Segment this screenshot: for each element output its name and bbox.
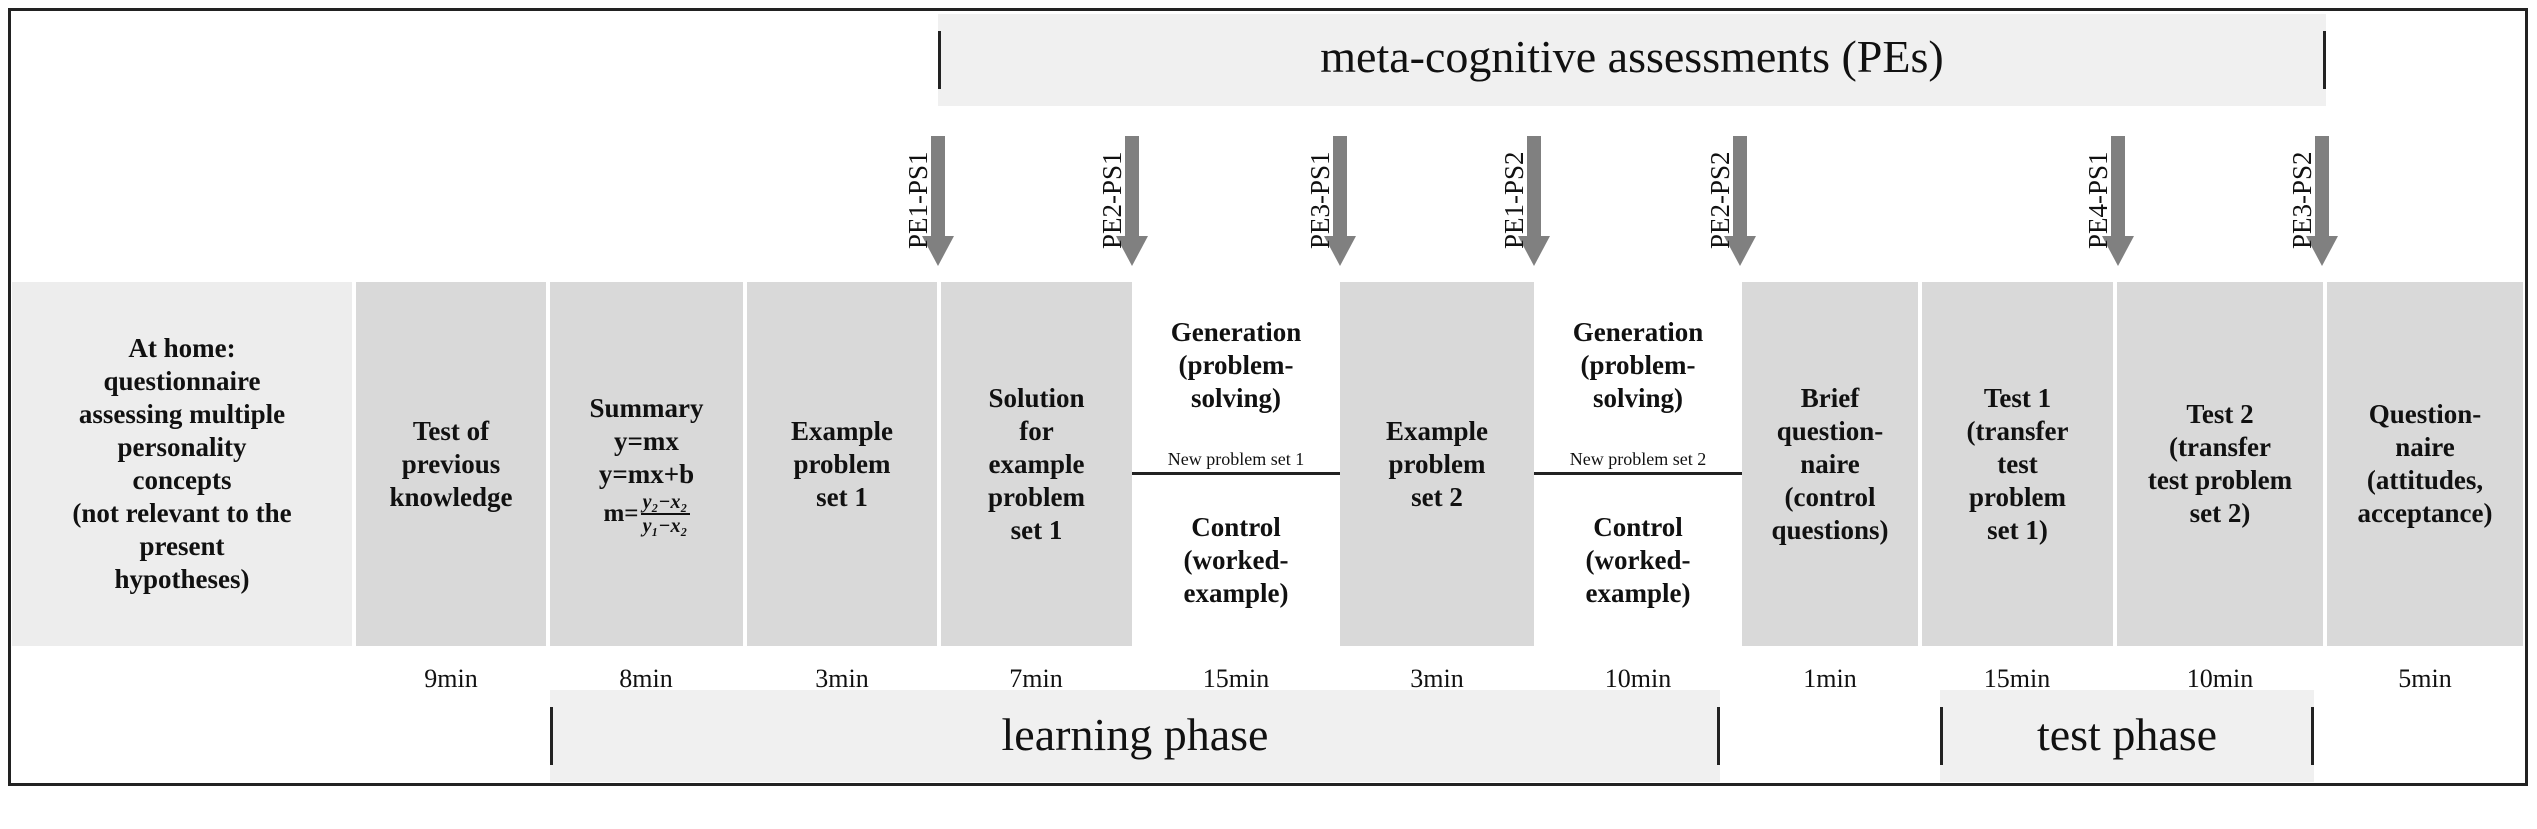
summary-eq1: y=mx bbox=[614, 425, 679, 456]
band-left-tick bbox=[938, 30, 941, 90]
arrow-head bbox=[2306, 236, 2338, 266]
cell-example-set-2: Example problem set 2 bbox=[1340, 282, 1534, 646]
summary-formula: m= y₂−x₂ y₁−x₂ bbox=[603, 490, 690, 537]
fraction-denominator: y₁−x₂ bbox=[642, 514, 688, 537]
arrow-label: PE2-PS1 bbox=[1097, 151, 1127, 249]
duration-label: 1min bbox=[1803, 664, 1857, 693]
learning-phase-label: learning phase bbox=[1001, 709, 1269, 760]
cell-test-1-text: Test 1 (transfer test problem set 1) bbox=[1966, 382, 2069, 545]
cell-test-1: Test 1 (transfer test problem set 1) bbox=[1922, 282, 2113, 646]
arrow-label: PE1-PS1 bbox=[903, 151, 933, 249]
arrow-head bbox=[2102, 236, 2134, 266]
new-problem-set-1-label: New problem set 1 bbox=[1167, 449, 1305, 469]
arrow-pe4-ps1: PE4-PS1 bbox=[2083, 136, 2146, 268]
arrow-shaft bbox=[1125, 136, 1139, 240]
summary-fraction: y₂−x₂ y₁−x₂ bbox=[640, 490, 690, 537]
generation-2-top: Generation (problem- solving) bbox=[1572, 316, 1704, 413]
duration-label: 9min bbox=[424, 664, 478, 693]
test-phase-label: test phase bbox=[2036, 709, 2218, 760]
arrow-head bbox=[922, 236, 954, 266]
arrow-label: PE2-PS2 bbox=[1705, 151, 1735, 249]
control-2-text: Control (worked- example) bbox=[1585, 512, 1691, 608]
duration-label: 3min bbox=[1410, 664, 1464, 693]
meta-cognitive-label: meta-cognitive assessments (PEs) bbox=[1320, 31, 1944, 82]
fraction-numerator: y₂−x₂ bbox=[640, 490, 690, 515]
arrow-pe2-ps1: PE2-PS1 bbox=[1097, 136, 1160, 268]
duration-label: 10min bbox=[1604, 664, 1672, 693]
control-1-text: Control (worked- example) bbox=[1183, 512, 1289, 608]
arrow-pe1-ps1: PE1-PS1 bbox=[903, 136, 966, 268]
learning-phase-band: learning phase bbox=[550, 690, 1720, 782]
duration-label: 5min bbox=[2398, 664, 2452, 693]
meta-cognitive-band: meta-cognitive assessments (PEs) bbox=[938, 14, 2326, 106]
cell-at-home: At home: questionnaire assessing multipl… bbox=[12, 282, 352, 646]
arrow-label: PE3-PS1 bbox=[1305, 151, 1335, 249]
cell-generation-2: Generation (problem- solving) New proble… bbox=[1534, 282, 1742, 646]
new-problem-set-2-label: New problem set 2 bbox=[1569, 449, 1707, 469]
arrow-head bbox=[1324, 236, 1356, 266]
band-left-tick bbox=[550, 706, 553, 766]
cell-test-2-text: Test 2 (transfer test problem set 2) bbox=[2147, 399, 2293, 528]
cell-generation-1: Generation (problem- solving) New proble… bbox=[1132, 282, 1340, 646]
test-phase-band: test phase bbox=[1940, 690, 2314, 782]
duration-label: 15min bbox=[1202, 664, 1270, 693]
arrow-pe3-ps2: PE3-PS2 bbox=[2287, 136, 2350, 268]
arrow-shaft bbox=[2111, 136, 2125, 240]
cell-solution-text: Solution for example problem set 1 bbox=[987, 382, 1085, 545]
band-right-tick bbox=[2323, 30, 2326, 90]
duration-label: 7min bbox=[1009, 664, 1063, 693]
duration-label: 8min bbox=[619, 664, 673, 693]
arrow-pe3-ps1: PE3-PS1 bbox=[1305, 136, 1368, 268]
arrow-shaft bbox=[1733, 136, 1747, 240]
divider-line bbox=[1132, 472, 1340, 475]
cell-previous-knowledge-text: Test of previous knowledge bbox=[389, 415, 513, 512]
arrow-label: PE4-PS1 bbox=[2083, 151, 2113, 249]
arrow-head bbox=[1116, 236, 1148, 266]
summary-m: m= bbox=[603, 500, 639, 527]
arrow-label: PE1-PS2 bbox=[1499, 151, 1529, 249]
arrow-shaft bbox=[2315, 136, 2329, 240]
duration-label: 10min bbox=[2186, 664, 2254, 693]
duration-label: 15min bbox=[1983, 664, 2051, 693]
arrow-head bbox=[1518, 236, 1550, 266]
band-right-tick bbox=[2311, 706, 2314, 766]
band-left-tick bbox=[1940, 706, 1943, 766]
divider-line bbox=[1534, 472, 1742, 475]
cell-brief-questionnaire: Brief question- naire (control questions… bbox=[1742, 282, 1918, 646]
cell-summary: Summary y=mx y=mx+b m= y₂−x₂ y₁−x₂ bbox=[550, 282, 743, 646]
arrow-shaft bbox=[1527, 136, 1541, 240]
cell-example-set-1-text: Example problem set 1 bbox=[790, 415, 893, 512]
cell-example-set-2-text: Example problem set 2 bbox=[1385, 415, 1488, 512]
arrow-shaft bbox=[1333, 136, 1347, 240]
arrow-pe1-ps2: PE1-PS2 bbox=[1499, 136, 1562, 268]
summary-title: Summary bbox=[589, 392, 704, 423]
arrow-shaft bbox=[931, 136, 945, 240]
generation-1-top: Generation (problem- solving) bbox=[1170, 316, 1302, 413]
cell-final-questionnaire-text: Question- naire (attitudes, acceptance) bbox=[2357, 399, 2493, 528]
summary-eq2: y=mx+b bbox=[598, 458, 695, 489]
duration-label: 3min bbox=[815, 664, 869, 693]
diagram-frame bbox=[8, 8, 2528, 786]
cell-previous-knowledge: Test of previous knowledge bbox=[356, 282, 546, 646]
cell-example-set-1: Example problem set 1 bbox=[747, 282, 937, 646]
band-right-tick bbox=[1717, 706, 1720, 766]
cell-at-home-text: At home: questionnaire assessing multipl… bbox=[72, 333, 292, 594]
arrow-head bbox=[1724, 236, 1756, 266]
cell-test-2: Test 2 (transfer test problem set 2) bbox=[2117, 282, 2323, 646]
arrow-pe2-ps2: PE2-PS2 bbox=[1705, 136, 1768, 268]
cell-brief-questionnaire-text: Brief question- naire (control questions… bbox=[1771, 382, 1889, 545]
cell-final-questionnaire: Question- naire (attitudes, acceptance) bbox=[2327, 282, 2523, 646]
arrow-label: PE3-PS2 bbox=[2287, 151, 2317, 249]
cell-solution: Solution for example problem set 1 bbox=[941, 282, 1132, 646]
